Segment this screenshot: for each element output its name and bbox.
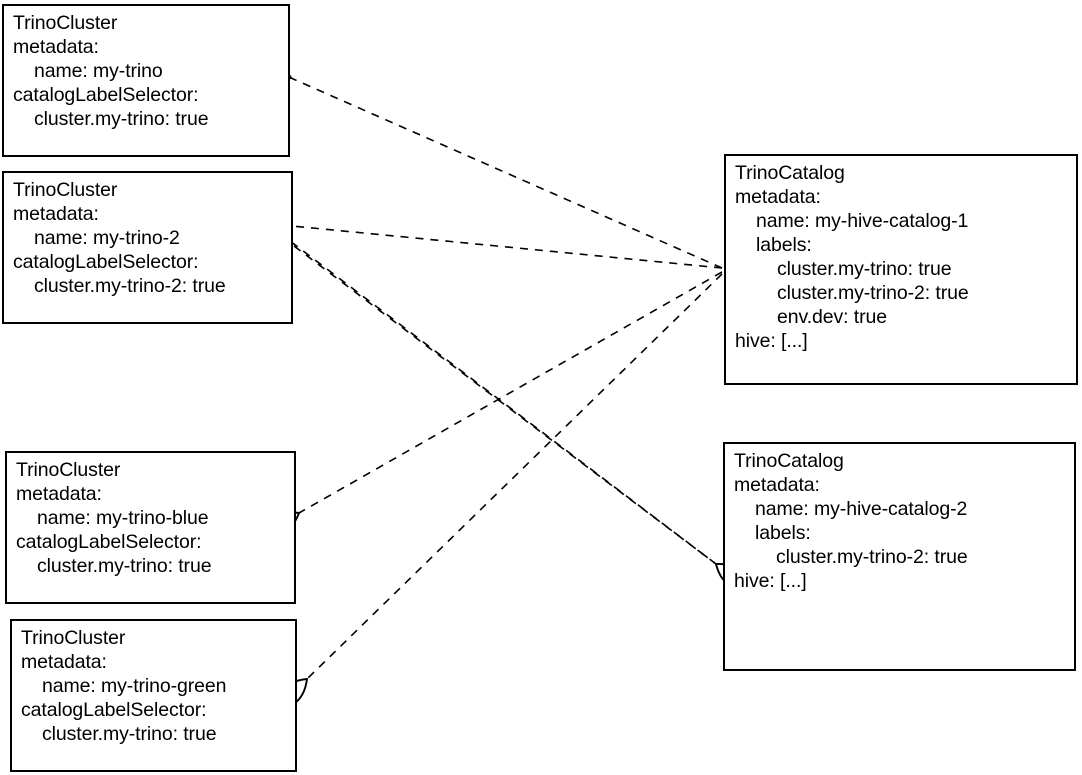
node-kind-label: TrinoCluster (21, 627, 126, 649)
node-field-line: metadata: (735, 186, 821, 208)
node-field-line: name: my-trino (34, 60, 163, 82)
node-field-line: cluster.my-trino: true (34, 108, 209, 130)
node-field-line: name: my-trino-2 (34, 227, 180, 249)
edge-catalog1-to-cluster-my-trino-green (280, 273, 723, 706)
node-field-line: metadata: (13, 36, 99, 58)
node-field-line: hive: [...] (734, 570, 807, 592)
node-field-line: env.dev: true (777, 306, 887, 328)
node-kind-label: TrinoCluster (16, 459, 121, 481)
node-field-line: metadata: (21, 651, 107, 673)
node-field-line: labels: (755, 522, 811, 544)
node-kind-label: TrinoCluster (13, 179, 118, 201)
node-field-line: name: my-hive-catalog-2 (755, 498, 968, 520)
node-field-line: cluster.my-trino-2: true (34, 275, 226, 297)
edge-cluster-my-trino-2-to-catalog2 (293, 245, 745, 589)
node-field-line: catalogLabelSelector: (16, 531, 202, 553)
node-field-line: metadata: (13, 203, 99, 225)
node-field-line: name: my-hive-catalog-1 (756, 210, 969, 232)
node-field-line: hive: [...] (735, 330, 808, 352)
node-field-line: cluster.my-trino: true (777, 258, 952, 280)
node-field-line: cluster.my-trino: true (37, 555, 212, 577)
node-field-line: name: my-trino-green (42, 675, 227, 697)
node-field-line: catalogLabelSelector: (21, 699, 207, 721)
node-field-line: catalogLabelSelector: (13, 251, 199, 273)
node-kind-label: TrinoCatalog (735, 162, 845, 184)
node-field-line: cluster.my-trino-2: true (777, 282, 969, 304)
node-field-line: cluster.my-trino: true (42, 723, 217, 745)
node-field-line: name: my-trino-blue (37, 507, 209, 529)
node-kind-label: TrinoCluster (13, 12, 118, 34)
edge-catalog1-to-cluster-my-trino-2 (262, 213, 723, 269)
node-field-line: metadata: (16, 483, 102, 505)
node-field-line: metadata: (734, 474, 820, 496)
edge-catalog1-to-cluster-my-trino (261, 57, 723, 269)
node-field-line: cluster.my-trino-2: true (776, 546, 968, 568)
node-field-line: catalogLabelSelector: (13, 84, 199, 106)
node-field-line: labels: (756, 234, 812, 256)
node-kind-label: TrinoCatalog (734, 450, 844, 472)
